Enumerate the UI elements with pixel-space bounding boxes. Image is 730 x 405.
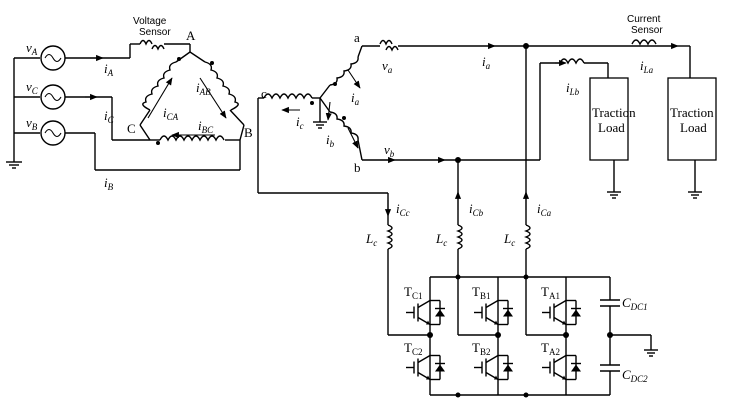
node-c: c: [261, 86, 267, 101]
label-iA: iA: [104, 61, 114, 78]
ground-symbol-dc: [610, 334, 658, 357]
label-TC1: TC1: [404, 284, 422, 301]
current-sensor: [631, 39, 691, 78]
label-iC: iC: [104, 108, 115, 125]
label-iLa: iLa: [640, 58, 654, 75]
label-ib: ib: [326, 132, 335, 149]
label-vB: vB: [26, 115, 38, 132]
node-C: C: [127, 121, 136, 136]
capacitor-dc2: [600, 364, 620, 395]
current-sensor-label-2: Sensor: [631, 25, 663, 36]
traction-load-2: [667, 77, 717, 199]
label-iCc: iCc: [396, 201, 410, 218]
capacitor-dc1: [600, 277, 620, 365]
label-CDC1: CDC1: [622, 295, 648, 312]
label-ia-line: ia: [482, 54, 491, 71]
node-a: a: [354, 30, 360, 45]
label-iCA: iCA: [163, 105, 179, 122]
source-vC: [40, 84, 66, 110]
label-va: va: [382, 58, 393, 75]
line-b: [380, 58, 609, 164]
label-Lc-3: Lc: [503, 231, 515, 248]
igbt-a1: [542, 299, 581, 326]
inverter-bridge: [406, 274, 658, 398]
label-iCa: iCa: [537, 201, 552, 218]
label-TB1: TB1: [472, 284, 490, 301]
load2-label-1: Traction: [670, 105, 714, 120]
label-iLb: iLb: [566, 80, 580, 97]
label-TA1: TA1: [541, 284, 560, 301]
label-iAB: iAB: [196, 80, 211, 97]
label-ia: ia: [351, 90, 360, 107]
ground-symbol-source: [6, 155, 22, 169]
label-TC2: TC2: [404, 340, 422, 357]
igbt-c1: [406, 299, 445, 326]
label-iB: iB: [104, 175, 114, 192]
label-vA: vA: [26, 40, 38, 57]
delta-transformer-primary: [139, 44, 245, 145]
voltage-sensor: [139, 39, 190, 51]
load1-label-1: Traction: [592, 105, 636, 120]
label-iBC: iBC: [198, 118, 214, 135]
label-Lc-2: Lc: [435, 231, 447, 248]
current-sensor-label-1: Current: [627, 14, 661, 25]
branch-b: [454, 160, 498, 336]
igbt-b1: [474, 299, 513, 326]
label-Lc-1: Lc: [365, 231, 377, 248]
label-ic: ic: [296, 114, 304, 131]
source-vA: [40, 45, 66, 71]
branch-c: [257, 98, 430, 336]
source-vB: [40, 120, 66, 146]
label-CDC2: CDC2: [622, 367, 648, 384]
node-B: B: [244, 125, 253, 140]
label-vC: vC: [26, 79, 39, 96]
igbt-a2: [542, 354, 581, 381]
label-vb: vb: [384, 142, 395, 159]
branch-a: [522, 46, 566, 336]
three-phase-source: [6, 43, 241, 171]
label-TA2: TA2: [541, 340, 560, 357]
line-a: [379, 39, 676, 52]
voltage-sensor-label-1: Voltage: [133, 16, 167, 27]
node-A: A: [186, 28, 196, 43]
load2-label-2: Load: [680, 120, 707, 135]
traction-load-1: [589, 77, 629, 199]
secondary-transformer: [258, 45, 380, 161]
label-TB2: TB2: [472, 340, 490, 357]
label-iCb: iCb: [469, 201, 484, 218]
load1-label-2: Load: [598, 120, 625, 135]
labels: vA vC vB iA iC iB iCA iAB iBC A B C Volt…: [26, 14, 714, 384]
voltage-sensor-label-2: Sensor: [139, 27, 171, 38]
igbt-b2: [474, 354, 513, 381]
igbt-c2: [406, 354, 445, 381]
node-b: b: [354, 160, 361, 175]
